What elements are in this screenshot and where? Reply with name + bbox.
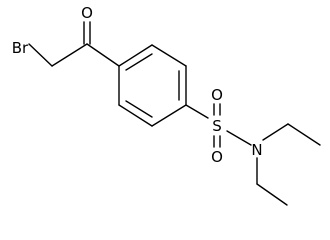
bond-ethyl1-ch3 — [287, 123, 321, 146]
molecule-drawing: Br O S O O N — [12, 4, 321, 206]
atom-label-o-sulfonyl-top: O — [211, 86, 223, 104]
atom-label-s: S — [212, 117, 222, 135]
atom-label-br: Br — [12, 39, 29, 57]
bond-s-n — [226, 130, 252, 146]
atom-label-o-ketone: O — [81, 4, 93, 22]
ring-double-1 — [125, 53, 153, 71]
bond-br-ch2 — [28, 43, 53, 67]
atom-label-o-sulfonyl-bottom: O — [211, 148, 223, 166]
bond-ring-s — [185, 104, 209, 119]
bond-ethyl2-ch3 — [256, 183, 288, 206]
bond-carbonyl-ring — [86, 43, 120, 67]
ring-bond-4 — [151, 104, 187, 127]
ring-bond-5 — [118, 104, 153, 127]
structure-canvas: Br O S O O N — [12, 4, 321, 206]
bond-ch2-carbonyl — [51, 43, 88, 67]
ring-bond-2 — [151, 44, 187, 67]
ring-double-3 — [125, 100, 153, 118]
ring-bond-1 — [118, 44, 153, 67]
atom-label-n: N — [251, 141, 262, 159]
bond-n-ethyl1-ch2 — [262, 123, 289, 141]
